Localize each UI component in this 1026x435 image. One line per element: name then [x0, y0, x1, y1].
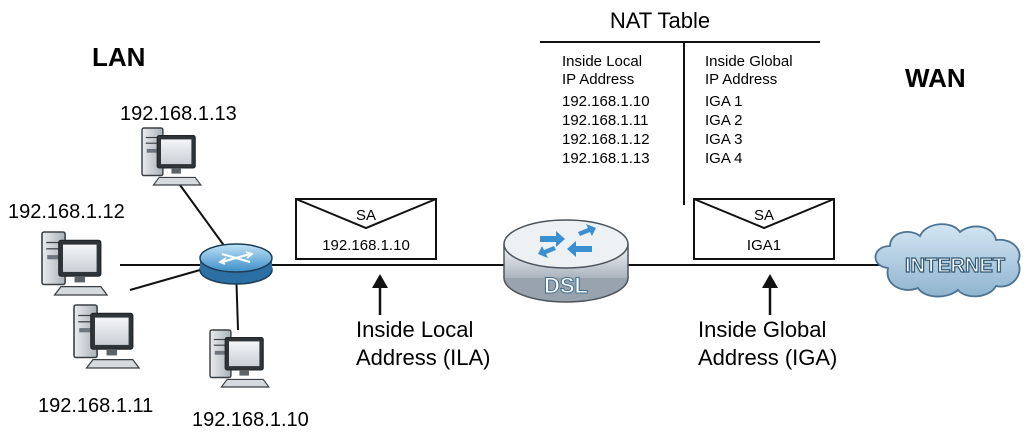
- internet-cloud-icon: INTERNET: [874, 223, 1021, 298]
- nat-table: NAT Table Inside Local IP Address Inside…: [540, 8, 820, 205]
- computer-icon: [73, 304, 140, 369]
- nat-row-global: IGA 1: [705, 93, 743, 110]
- nat-left-header-2: IP Address: [562, 71, 634, 88]
- nat-row-local: 192.168.1.10: [562, 93, 650, 110]
- packet-local: SA 192.168.1.10: [295, 198, 437, 260]
- nat-right-header-2: IP Address: [705, 71, 777, 88]
- ila-arrow: [372, 274, 388, 315]
- packet-local-header: SA: [356, 207, 376, 224]
- nat-row-local: 192.168.1.13: [562, 150, 650, 167]
- nat-row-global: IGA 4: [705, 150, 743, 167]
- computer-icon: [141, 127, 202, 186]
- packet-global: SA IGA1: [693, 198, 835, 260]
- iga-arrow: [762, 274, 778, 315]
- nat-table-title: NAT Table: [610, 8, 710, 33]
- nat-row-global: IGA 2: [705, 112, 743, 129]
- packet-global-value: IGA1: [747, 237, 781, 254]
- dsl-router-icon: DSL: [503, 219, 629, 303]
- host-ip-label: 192.168.1.13: [120, 103, 237, 125]
- host-ip-label: 192.168.1.12: [8, 201, 125, 223]
- iga-label-line2: Address (IGA): [698, 345, 837, 370]
- iga-label-line1: Inside Global: [698, 317, 826, 342]
- router-label: DSL: [544, 273, 588, 298]
- computer-icon: [209, 329, 270, 388]
- nat-row-local: 192.168.1.11: [562, 112, 648, 129]
- ila-label-line1: Inside Local: [356, 317, 473, 342]
- lan-label: LAN: [92, 42, 145, 72]
- ila-label-line2: Address (ILA): [356, 345, 491, 370]
- host-ip-label: 192.168.1.11: [38, 395, 153, 417]
- link-host-11: [129, 269, 201, 291]
- packet-local-value: 192.168.1.10: [322, 237, 410, 254]
- switch-icon: [199, 243, 273, 285]
- wan-label: WAN: [905, 63, 966, 93]
- nat-right-header-1: Inside Global: [705, 53, 793, 70]
- packet-global-header: SA: [754, 207, 774, 224]
- nat-left-header-1: Inside Local: [562, 53, 642, 70]
- computer-icon: [41, 231, 108, 296]
- nat-row-global: IGA 3: [705, 131, 743, 148]
- cloud-label: INTERNET: [905, 255, 1005, 277]
- nat-row-local: 192.168.1.12: [562, 131, 650, 148]
- host-ip-label: 192.168.1.10: [192, 409, 309, 431]
